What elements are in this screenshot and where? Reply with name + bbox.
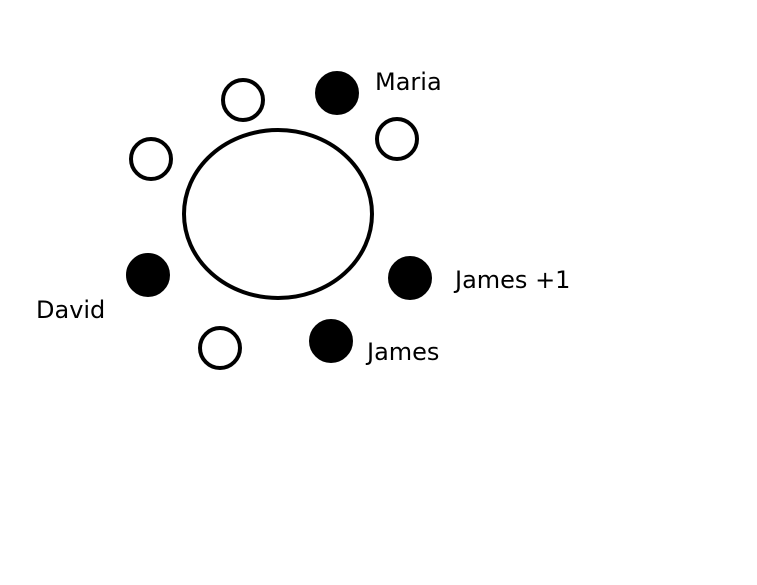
seat-james — [309, 319, 353, 363]
seat-james-plus-1 — [388, 256, 432, 300]
seat-top-right — [375, 117, 419, 161]
seat-david — [126, 253, 170, 297]
seat-bottom-left — [198, 326, 242, 370]
seat-maria — [315, 71, 359, 115]
label-maria: Maria — [375, 68, 442, 96]
label-james-plus-1: James +1 — [455, 266, 571, 294]
seat-top-left — [221, 78, 265, 122]
label-james: James — [367, 338, 440, 366]
seat-left — [129, 137, 173, 181]
table — [182, 128, 374, 300]
label-david: David — [36, 296, 106, 324]
